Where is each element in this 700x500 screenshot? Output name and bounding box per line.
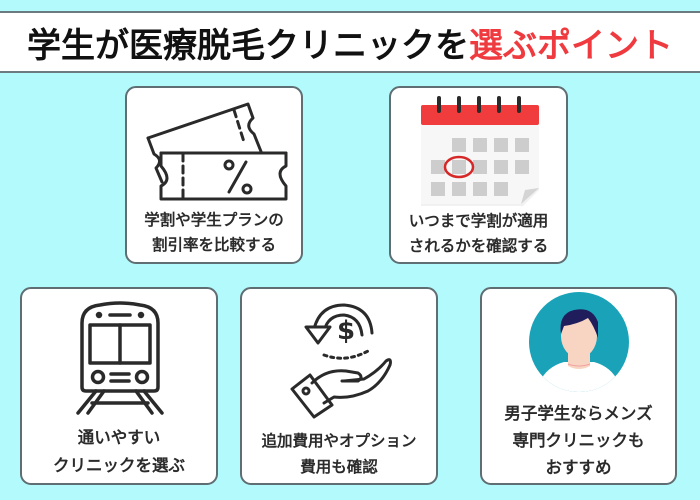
caption-line: おすすめ [545, 458, 612, 477]
caption-line: 専門クリニックも [512, 431, 645, 450]
card-caption: 通いやすい クリニックを選ぶ [22, 424, 216, 480]
point-card-discount-period: いつまで学割が適用 されるかを確認する [389, 86, 568, 264]
caption-line: 学割や学生プランの [144, 211, 284, 229]
header-banner: 学生が医療脱毛クリニックを選ぶポイント [0, 11, 700, 73]
caption-line: 男子学生ならメンズ [504, 404, 653, 423]
caption-line: 追加費用やオプション [261, 432, 417, 450]
point-card-additional-fees: $ 追加費用やオプション 費用も確認 [240, 287, 438, 485]
hand-money-icon: $ [290, 303, 392, 419]
caption-line: クリニックを選ぶ [53, 456, 185, 475]
point-card-accessible-clinic: 通いやすい クリニックを選ぶ [20, 287, 218, 485]
title-accent: 選ぶポイント [469, 25, 673, 66]
caption-line: されるかを確認する [408, 237, 549, 255]
svg-text:$: $ [337, 316, 355, 346]
male-avatar-icon [529, 292, 629, 392]
card-caption: 追加費用やオプション 費用も確認 [242, 428, 436, 480]
train-icon [76, 301, 164, 415]
caption-line: 費用も確認 [300, 458, 378, 476]
caption-line: 通いやすい [77, 428, 161, 447]
caption-line: いつまで学割が適用 [408, 212, 549, 230]
point-card-mens-clinic: 男子学生ならメンズ 専門クリニックも おすすめ [480, 287, 677, 485]
caption-line: 割引率を比較する [151, 236, 276, 254]
point-card-discount-rate: 学割や学生プランの 割引率を比較する [125, 86, 303, 264]
card-caption: いつまで学割が適用 されるかを確認する [391, 209, 566, 259]
page-title: 学生が医療脱毛クリニックを選ぶポイント [27, 18, 673, 67]
card-caption: 学割や学生プランの 割引率を比較する [127, 208, 301, 258]
card-caption: 男子学生ならメンズ 専門クリニックも おすすめ [482, 400, 675, 481]
ticket-percent-icon [146, 102, 288, 201]
calendar-icon [421, 96, 539, 206]
title-main: 学生が医療脱毛クリニックを [27, 25, 469, 66]
